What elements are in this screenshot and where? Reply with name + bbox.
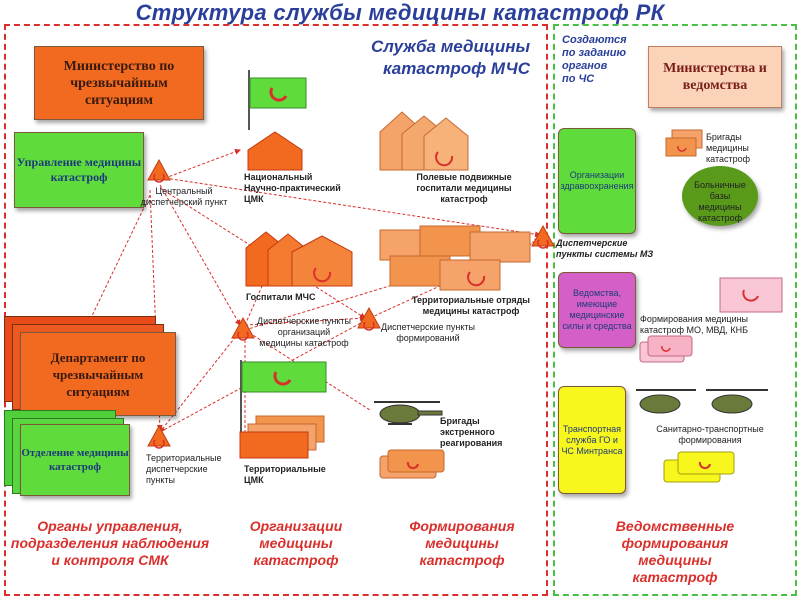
helicopter-icon [374, 401, 443, 425]
emergency-brigades-label: Бригады экстренного реагирования [440, 416, 503, 448]
service-title: Служба медицины катастроф МЧС [330, 36, 530, 80]
org-dispatch-icon [231, 316, 255, 341]
caption-management-bodies: Органы управления, подразделения наблюде… [10, 518, 210, 568]
ministries-agencies-box: Министерства и ведомства [648, 46, 782, 108]
page-title: Структура службы медицины катастроф РК [135, 0, 665, 25]
hospital-bases-ellipse [682, 166, 758, 226]
formations-mk-label: Формирования медицины катастроф МО, МВД,… [640, 314, 749, 335]
national-center-label-line3: ЦМК [244, 194, 264, 204]
formation-dispatch-icon [357, 306, 381, 331]
territorial-cmk-label-line2: ЦМК [244, 475, 264, 485]
disaster-medicine-division-box: Отделение медицины катастроф [20, 424, 130, 496]
caption-medicine-formations: Формирования медицины катастроф [409, 518, 515, 568]
department-emergency-box: Департамент по чрезвычайным ситуациям [20, 332, 176, 416]
created-line3: органов [562, 60, 608, 72]
created-line1: Создаются [562, 34, 627, 46]
mchs-hospitals-icon [245, 231, 353, 287]
agency-vehicle-icon [639, 335, 693, 363]
national-center-label-line2: Научно-практический [244, 183, 341, 193]
central-dispatch-icon [147, 158, 171, 183]
hospital-bases-label: Больничные базы медицины катастроф [694, 180, 746, 223]
sanitary-transport-label: Санитарно-транспортные формирования [656, 424, 764, 445]
central-dispatch-label: Центральный диспетчерский пункт [140, 186, 228, 207]
created-line2: по заданию [562, 47, 627, 59]
ambulance-icon [379, 449, 445, 479]
formation-dispatch-label: Диспетчерские пункты формирований [381, 322, 475, 343]
created-by-emergency-note: Создаются по заданию органов по ЧС [562, 34, 647, 86]
agencies-frame [553, 24, 797, 596]
territorial-units-label: Территориальные отряды медицины катастро… [412, 295, 530, 316]
transport-helicopters-icon [636, 389, 768, 414]
territorial-dispatch-label: Территориальные диспетчерские пункты [146, 453, 222, 485]
field-hospitals-label: Полевые подвижные госпитали медицины кат… [416, 172, 512, 204]
caption-medicine-orgs: Организации медицины катастроф [249, 518, 343, 568]
territorial-cmk-label: Территориальные ЦМК [244, 464, 344, 486]
territorial-cmk-icon [239, 360, 327, 459]
org-dispatch-label: Диспетчерские пункты организаций медицин… [257, 316, 351, 348]
national-center-icon [247, 70, 307, 171]
agency-formations-icon [719, 277, 783, 313]
caption-agency-formations: Ведомственные формирования медицины ката… [615, 518, 735, 585]
territorial-dispatch-icon [147, 424, 171, 449]
transport-service-box: Транспортная служба ГО и ЧС Минтранса [558, 386, 626, 494]
health-orgs-box: Организации здравоохранения [558, 128, 636, 234]
brigades-mk-label: Бригады медицины катастроф [706, 132, 751, 164]
created-line4: по ЧС [562, 73, 595, 85]
brigades-mk-icon [665, 129, 703, 157]
mchs-service-frame [4, 24, 548, 596]
service-title-line1: Служба медицины [370, 37, 530, 56]
field-hospitals-icon [379, 111, 469, 171]
service-title-line2: катастроф МЧС [382, 59, 530, 78]
mchs-hospitals-label: Госпитали МЧС [246, 292, 316, 302]
ministry-emergency-box: Министерство по чрезвычайным ситуациям [34, 46, 204, 120]
national-center-label-line1: Национальный [244, 172, 313, 182]
ministry-dispatch-label: Диспетчерские пункты системы МЗ [556, 238, 654, 259]
disaster-medicine-admin-box: Управление медицины катастроф [14, 132, 144, 208]
agencies-medical-box: Ведомства, имеющие медицинские силы и ср… [558, 272, 636, 348]
territorial-cmk-label-line1: Территориальные [244, 464, 326, 474]
ministry-dispatch-icon [531, 224, 555, 249]
national-center-label: Национальный Научно-практический ЦМК [244, 172, 364, 205]
territorial-units-icon [379, 225, 531, 291]
transport-vehicles-icon [663, 451, 735, 483]
